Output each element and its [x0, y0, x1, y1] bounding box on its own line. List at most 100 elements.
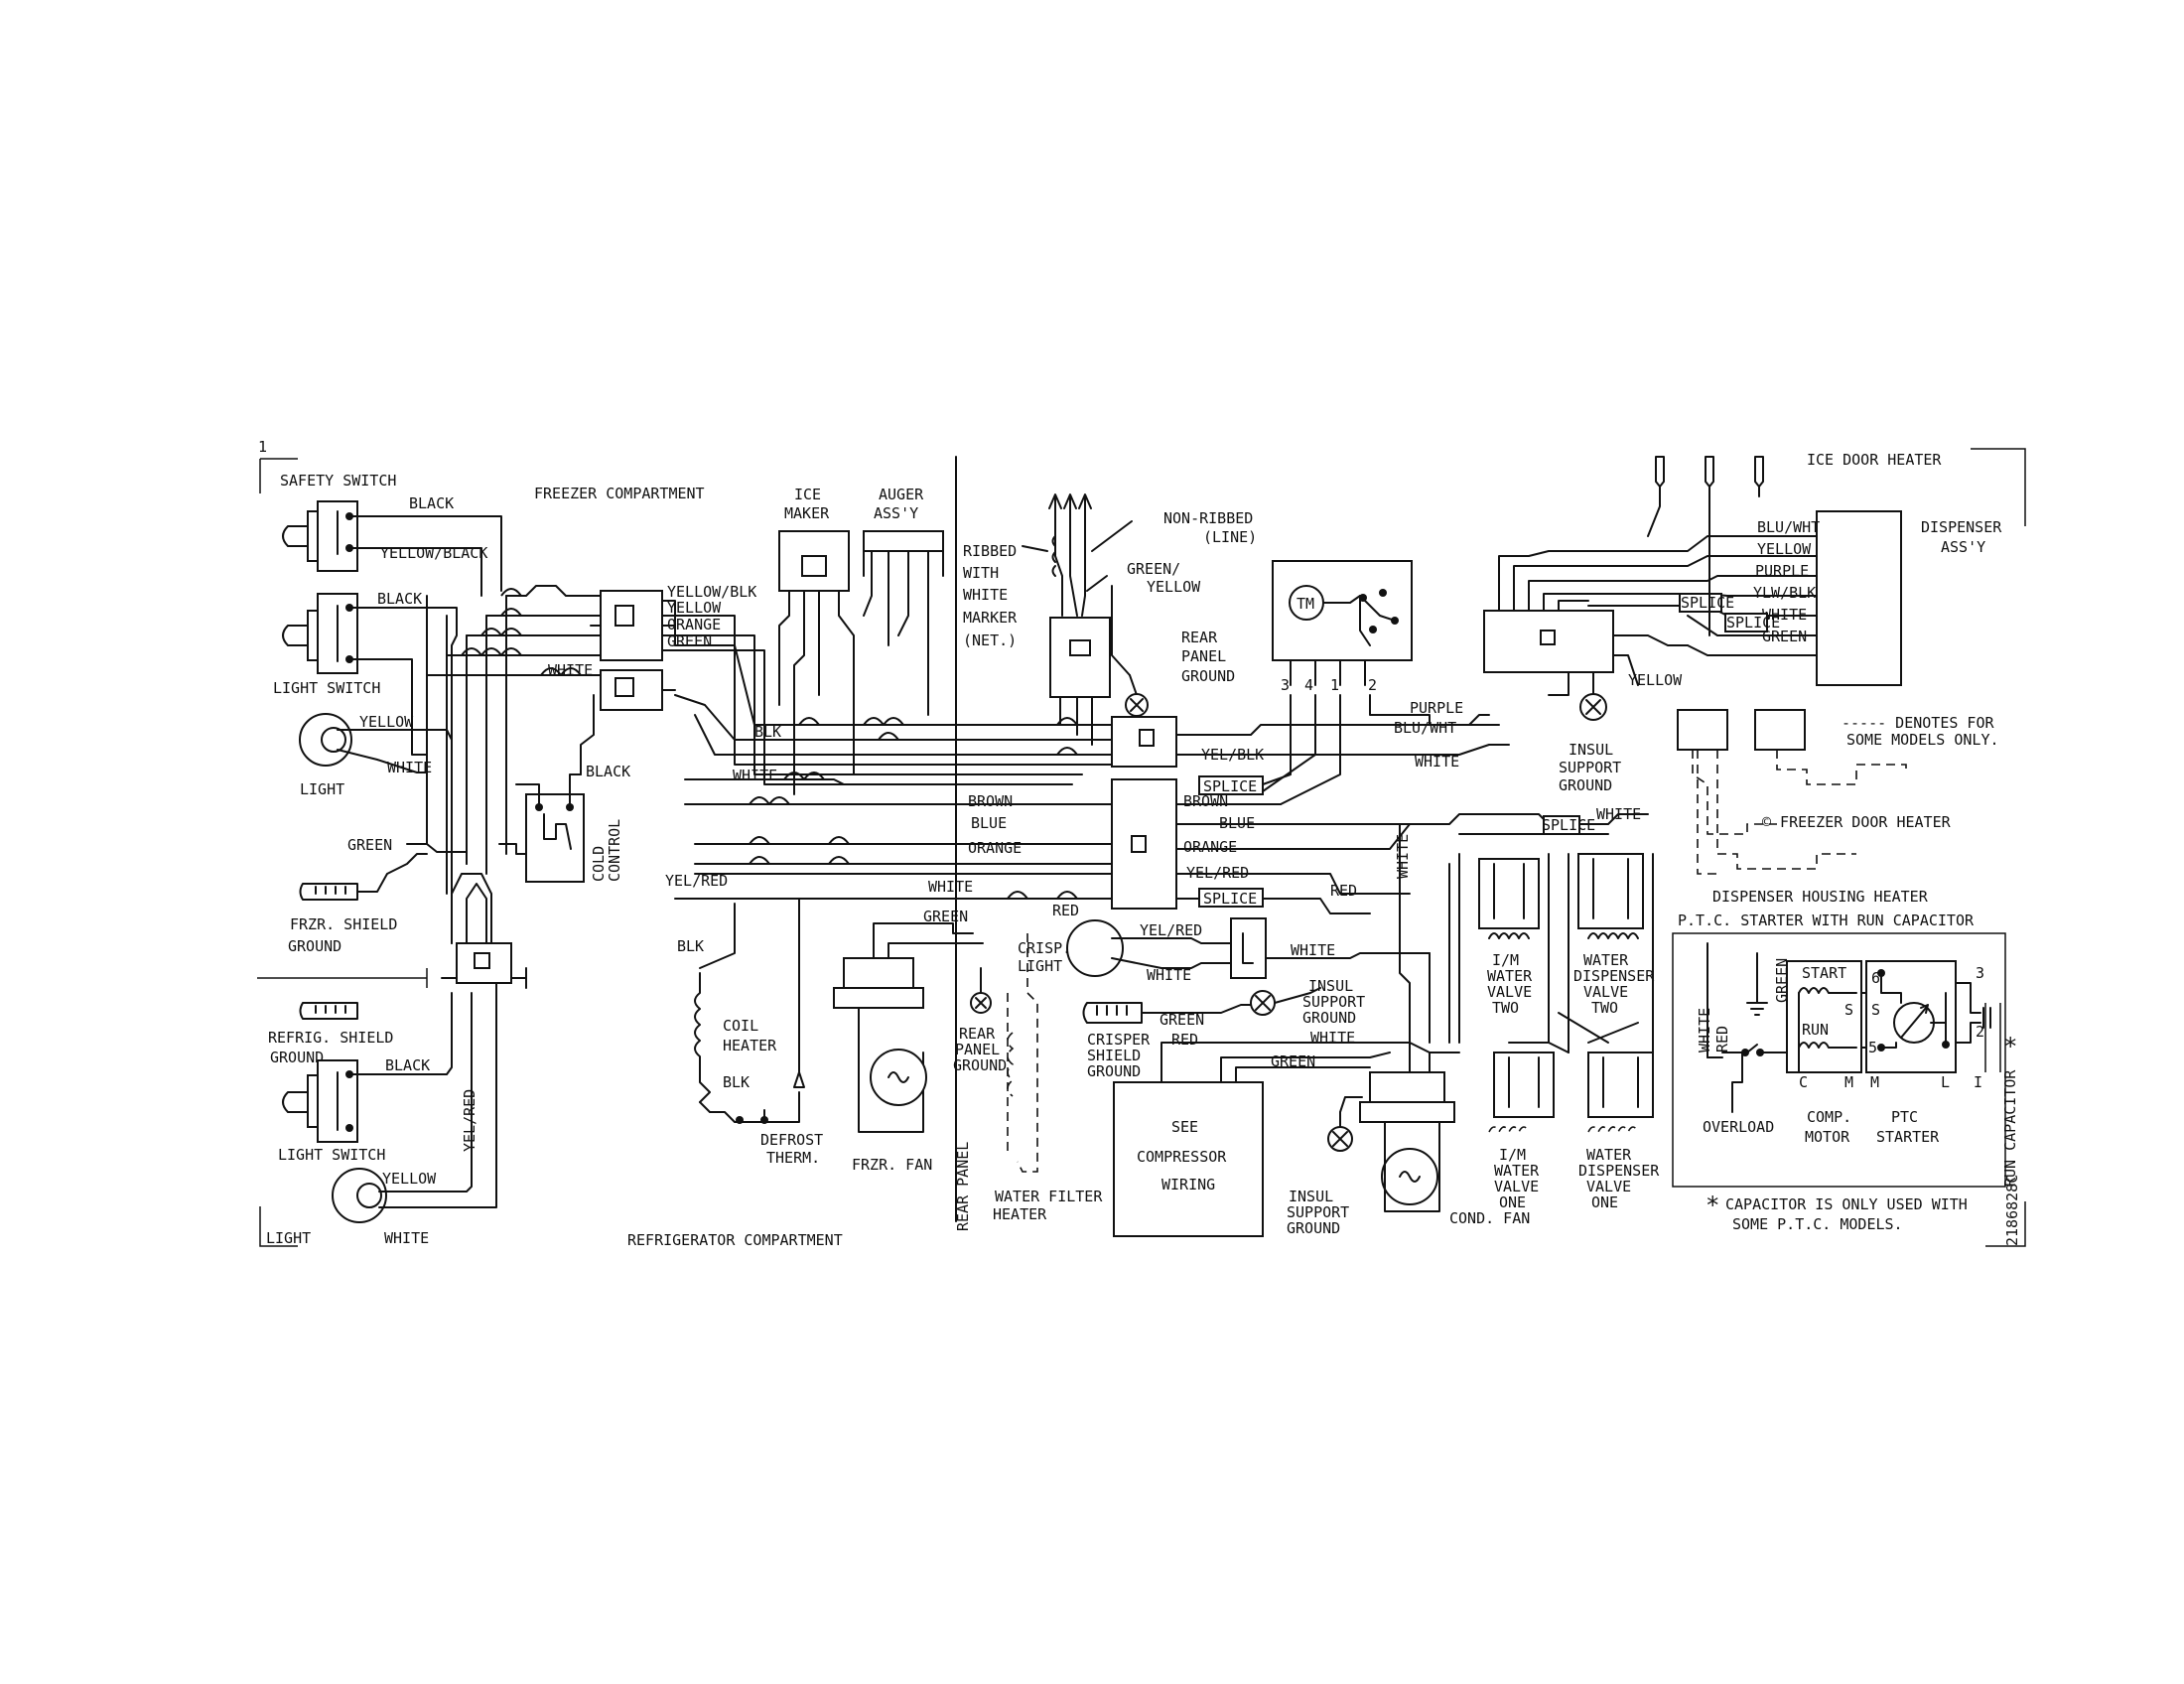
- freezer-light-switch: [282, 593, 358, 674]
- crisp-light-label-1: CRISP.: [1018, 939, 1071, 957]
- disp-purple-label: PURPLE: [1755, 562, 1809, 580]
- frame-corners: [257, 448, 2026, 1247]
- im-two-label-2: WATER: [1487, 967, 1533, 985]
- wire-orange-r-label: ORANGE: [1183, 838, 1237, 856]
- freezer-shield-ground: [299, 853, 428, 901]
- cord-connector: [1049, 617, 1111, 746]
- ptc-s2-label: S: [1871, 1001, 1880, 1019]
- run-capacitor: [1955, 982, 2001, 1072]
- wire-red-label: RED: [1052, 902, 1079, 919]
- ptc-c-label: C: [1799, 1073, 1808, 1091]
- wire-white-lower-label: WHITE: [928, 878, 973, 896]
- freezer-compartment-title: FREEZER COMPARTMENT: [534, 485, 705, 502]
- crisper-shield-label-3: GROUND: [1087, 1062, 1141, 1080]
- splice-1: [1198, 775, 1264, 795]
- ribbed-label-5: (NET.): [963, 632, 1017, 649]
- wire-yel-red-r-label: YEL/RED: [1186, 864, 1249, 882]
- disp-green-label: GREEN: [1762, 628, 1807, 645]
- ice-door-heater: [1647, 456, 1764, 636]
- see-compressor-2: COMPRESSOR: [1137, 1148, 1227, 1166]
- wire-white-crisp-label: WHITE: [1147, 966, 1191, 984]
- water-dispenser-valve-one: [1558, 1012, 1654, 1134]
- insul-c-label-1: INSUL: [1289, 1188, 1333, 1205]
- denotes-label-1: ----- DENOTES FOR: [1842, 714, 1994, 732]
- timer-terminal-4: 4: [1304, 676, 1313, 694]
- ptc-title: P.T.C. STARTER WITH RUN CAPACITOR: [1678, 912, 1975, 929]
- wire-white-mid-label: WHITE: [733, 767, 777, 784]
- ptc-starter-frame: [1672, 932, 2006, 1188]
- rear-panel-ground-lower-2: PANEL: [955, 1041, 1000, 1058]
- freezer-shield-label-2: GROUND: [288, 937, 341, 955]
- central-junction-top: [1111, 716, 1177, 768]
- cond-fan-label: COND. FAN: [1449, 1209, 1530, 1227]
- wd-two-label-4: TWO: [1591, 999, 1618, 1017]
- rear-panel-ground-upper-3: GROUND: [1181, 667, 1235, 685]
- part-number: 2186828C: [2003, 1175, 2021, 1246]
- disp-blu-wht-label: BLU/WHT: [1757, 518, 1820, 536]
- wire-blue-r-label: BLUE: [1219, 814, 1255, 832]
- defrost-timer: [1272, 560, 1413, 686]
- wire-brown-r-label: BROWN: [1183, 792, 1228, 810]
- rear-panel-ground-lower: [970, 967, 992, 1014]
- ptc-n2-label: 2: [1976, 1023, 1984, 1041]
- splice-5-label: SPLICE: [1726, 614, 1780, 632]
- auger-label-1: AUGER: [879, 486, 924, 503]
- main-harness: [426, 585, 1113, 900]
- ribbed-label-1: RIBBED: [963, 542, 1017, 560]
- wire-yellow-im-label: YELLOW: [667, 599, 722, 617]
- dispenser-assy-label-2: ASS'Y: [1941, 538, 1985, 556]
- right-harness-block: [1483, 550, 1689, 696]
- insul-top-label-3: GROUND: [1559, 776, 1612, 794]
- crisper-shield-label-1: CRISPER: [1087, 1031, 1151, 1049]
- condenser-fan: [1339, 1052, 1455, 1212]
- timer-tm-label: TM: [1297, 595, 1314, 613]
- cold-control-label-2: CONTROL: [606, 819, 623, 882]
- wire-black-cc-label: BLACK: [586, 763, 630, 780]
- central-junction-main: [1111, 778, 1177, 910]
- insul-top-label-2: SUPPORT: [1559, 759, 1621, 776]
- wire-yel-red-label: YEL/RED: [665, 872, 728, 890]
- freezer-light-switch-label: LIGHT SWITCH: [273, 679, 380, 697]
- capacitor-note-star: *: [1706, 1192, 1719, 1219]
- rear-panel-label: REAR PANEL: [954, 1142, 972, 1231]
- defrost-therm-label-1: DEFROST: [760, 1131, 823, 1149]
- freezer-door-heater: [1677, 709, 1907, 875]
- capacitor-note-1: CAPACITOR IS ONLY USED WITH: [1725, 1195, 1968, 1213]
- crisper-light: [1066, 917, 1267, 979]
- im-one-label-1: I/M: [1499, 1146, 1526, 1164]
- wd-one-label-3: VALVE: [1586, 1178, 1631, 1195]
- safety-switch: [282, 500, 358, 572]
- cold-control: [498, 773, 585, 883]
- wire-green-comp-label: GREEN: [1271, 1052, 1315, 1070]
- wire-blk-label: BLK: [754, 723, 781, 741]
- auger-label-2: ASS'Y: [874, 504, 918, 522]
- green-yellow-label-1: GREEN/: [1127, 560, 1180, 578]
- wire-white-crisp2-label: WHITE: [1291, 941, 1335, 959]
- splice-4: [1679, 593, 1722, 613]
- wire-green-crisp-label: GREEN: [1160, 1011, 1204, 1029]
- ptc-m1-label: M: [1844, 1073, 1853, 1091]
- wire-yellow-label: YELLOW: [359, 713, 414, 731]
- ptc-star: *: [2003, 1033, 2017, 1060]
- insul-b-label-3: GROUND: [1302, 1009, 1356, 1027]
- comp-motor-label-2: MOTOR: [1805, 1128, 1850, 1146]
- ptc-starter-label-1: PTC: [1891, 1108, 1918, 1126]
- insul-support-ground-lower: [1327, 1111, 1353, 1152]
- rear-panel-ground-upper-2: PANEL: [1181, 647, 1226, 665]
- ptc-red-label: RED: [1713, 1026, 1731, 1052]
- wd-one-label-2: DISPENSER: [1578, 1162, 1660, 1180]
- wire-blk-coil-label: BLK: [677, 937, 704, 955]
- im-two-label-4: TWO: [1492, 999, 1519, 1017]
- ice-maker-device: [778, 530, 855, 795]
- freezer-shield-label-1: FRZR. SHIELD: [290, 915, 397, 933]
- frzr-fan-label: FRZR. FAN: [852, 1156, 932, 1174]
- coil-heater-label-1: COIL: [723, 1017, 758, 1035]
- wire-black-rl-label: BLACK: [385, 1056, 430, 1074]
- wire-blk-coil2-label: BLK: [723, 1073, 750, 1091]
- im-water-valve-one: [1488, 1052, 1555, 1134]
- wire-red-comp-label: RED: [1171, 1031, 1198, 1049]
- rear-panel-ground-upper-1: REAR: [1181, 629, 1218, 646]
- wire-black-label: BLACK: [409, 494, 454, 512]
- wire-brown-label: BROWN: [968, 792, 1013, 810]
- ptc-m2-label: M: [1870, 1073, 1879, 1091]
